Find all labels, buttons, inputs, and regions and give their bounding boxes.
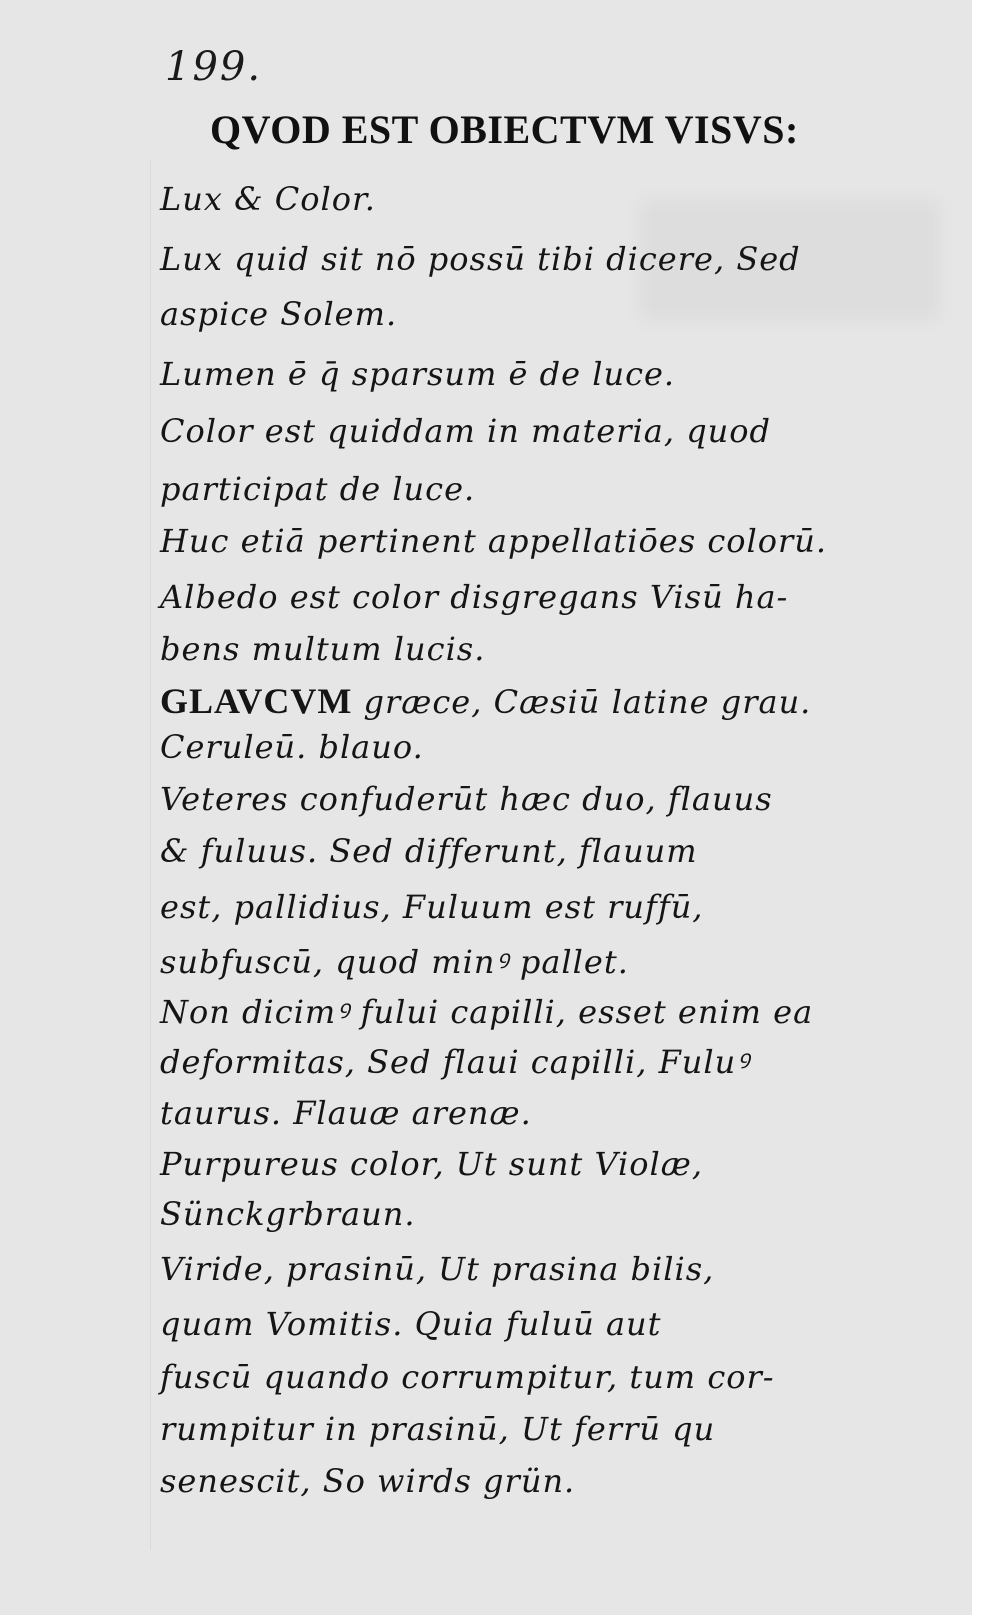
line-text: fuscū quando corrumpitur, tum cor- bbox=[160, 1358, 775, 1396]
line-text: deformitas, Sed flaui capilli, Fuluꝰ bbox=[160, 1043, 750, 1081]
line-text: subfuscū, quod minꝰ pallet. bbox=[160, 943, 629, 981]
line-text: Lumen ē q̄ sparsum ē de luce. bbox=[160, 355, 676, 393]
text-line: & fuluus. Sed differunt, flauum bbox=[160, 832, 698, 870]
text-line: Lux & Color. bbox=[160, 180, 376, 218]
text-line: Viride, prasinū, Ut prasina bilis, bbox=[160, 1250, 714, 1288]
line-text: Albedo est color disgregans Visū ha- bbox=[160, 578, 789, 616]
line-text: taurus. Flauæ arenæ. bbox=[160, 1094, 532, 1132]
text-line: GLAVCVM græce, Cæsiū latine grau. bbox=[160, 680, 811, 722]
line-text: est, pallidius, Fuluum est ruffū, bbox=[160, 888, 704, 926]
line-text: quam Vomitis. Quia fuluū aut bbox=[160, 1305, 662, 1343]
text-line: Huc etiā pertinent appellatiōes colorū. bbox=[160, 522, 827, 560]
text-line: Sünckgrbraun. bbox=[160, 1195, 415, 1233]
text-line: taurus. Flauæ arenæ. bbox=[160, 1094, 532, 1132]
text-line: Lumen ē q̄ sparsum ē de luce. bbox=[160, 355, 675, 393]
line-text: Ceruleū. blauo. bbox=[160, 728, 424, 766]
line-text: Lux & Color. bbox=[160, 180, 376, 218]
line-text: senescit, So wirds grün. bbox=[160, 1462, 576, 1500]
line-text: Viride, prasinū, Ut prasina bilis, bbox=[160, 1250, 715, 1288]
line-text: Color est quiddam in materia, quod bbox=[160, 412, 772, 450]
text-line: senescit, So wirds grün. bbox=[160, 1462, 575, 1500]
line-text: rumpitur in prasinū, Ut ferrū qu bbox=[160, 1410, 716, 1448]
line-text: græce, Cæsiū latine grau. bbox=[352, 683, 812, 721]
line-text: bens multum lucis. bbox=[160, 630, 486, 668]
text-line: deformitas, Sed flaui capilli, Fuluꝰ bbox=[160, 1040, 749, 1083]
line-text: & fuluus. Sed differunt, flauum bbox=[160, 832, 698, 870]
text-line: Veteres confuderūt hæc duo, flauus bbox=[160, 780, 773, 818]
text-line: bens multum lucis. bbox=[160, 630, 485, 668]
line-text: Sünckgrbraun. bbox=[160, 1195, 416, 1233]
line-text: participat de luce. bbox=[160, 470, 476, 508]
text-line: Non dicimꝰ fului capilli, esset enim ea bbox=[160, 990, 813, 1033]
text-line: rumpitur in prasinū, Ut ferrū qu bbox=[160, 1410, 715, 1448]
text-line: Lux quid sit nō possū tibi dicere, Sed bbox=[160, 240, 801, 278]
line-text: Lux quid sit nō possū tibi dicere, Sed bbox=[160, 240, 801, 278]
line-lead-word: GLAVCVM bbox=[160, 681, 353, 721]
text-line: participat de luce. bbox=[160, 470, 475, 508]
text-line: aspice Solem. bbox=[160, 295, 397, 333]
page-number: 199. bbox=[165, 44, 263, 90]
margin-rule bbox=[150, 160, 151, 1550]
line-text: Huc etiā pertinent appellatiōes colorū. bbox=[160, 522, 828, 560]
text-line: est, pallidius, Fuluum est ruffū, bbox=[160, 888, 703, 926]
line-text: Purpureus color, Ut sunt Violæ, bbox=[160, 1145, 703, 1183]
text-line: subfuscū, quod minꝰ pallet. bbox=[160, 940, 629, 983]
line-text: Veteres confuderūt hæc duo, flauus bbox=[160, 780, 773, 818]
text-line: quam Vomitis. Quia fuluū aut bbox=[160, 1305, 662, 1343]
page-heading: QVOD EST OBIECTVM VISVS: bbox=[210, 107, 799, 152]
line-text: aspice Solem. bbox=[160, 295, 398, 333]
text-line: Purpureus color, Ut sunt Violæ, bbox=[160, 1145, 703, 1183]
text-line: Ceruleū. blauo. bbox=[160, 728, 424, 766]
text-line: Albedo est color disgregans Visū ha- bbox=[160, 578, 788, 616]
text-line: fuscū quando corrumpitur, tum cor- bbox=[160, 1358, 775, 1396]
line-text: Non dicimꝰ fului capilli, esset enim ea bbox=[160, 993, 814, 1031]
text-line: Color est quiddam in materia, quod bbox=[160, 412, 771, 450]
